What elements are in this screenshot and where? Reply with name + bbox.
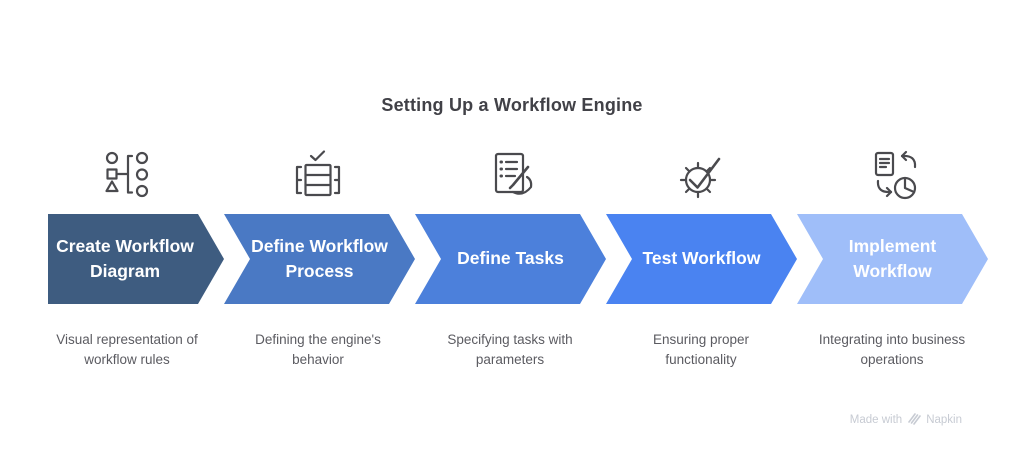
- step-label: Define Workflow Process: [251, 235, 388, 281]
- step-description: Visual representation of workflow rules: [56, 332, 198, 368]
- step-label: Implement Workflow: [848, 235, 937, 281]
- gear-check-icon: [669, 145, 733, 205]
- table-check-icon: [286, 145, 350, 205]
- step-label: Create Workflow Diagram: [56, 235, 194, 281]
- watermark-brand: Napkin: [926, 414, 962, 426]
- step-arrow-define-tasks: Define Tasks: [415, 214, 606, 304]
- watermark: Made with Napkin: [850, 412, 962, 428]
- step-arrow-implement-workflow: Implement Workflow: [797, 214, 988, 304]
- watermark-prefix: Made with: [849, 414, 903, 426]
- step-description: Ensuring proper functionality: [652, 332, 750, 368]
- step-arrow-define-workflow-process: Define Workflow Process: [224, 214, 415, 304]
- step-arrow-create-workflow-diagram: Create Workflow Diagram: [48, 214, 224, 304]
- step-description: Integrating into business operations: [818, 332, 966, 368]
- step-description: Specifying tasks with parameters: [447, 332, 573, 368]
- page-title: Setting Up a Workflow Engine: [381, 95, 643, 115]
- step-arrow-test-workflow: Test Workflow: [606, 214, 797, 304]
- step-description: Defining the engine's behavior: [255, 332, 381, 368]
- step-label: Test Workflow: [642, 248, 761, 269]
- document-chart-sync-icon: [860, 145, 924, 205]
- napkin-logo-icon: [907, 412, 921, 428]
- step-label: Define Tasks: [457, 248, 564, 269]
- flowchart-mapping-icon: [95, 145, 159, 205]
- task-list-writing-icon: [478, 145, 542, 205]
